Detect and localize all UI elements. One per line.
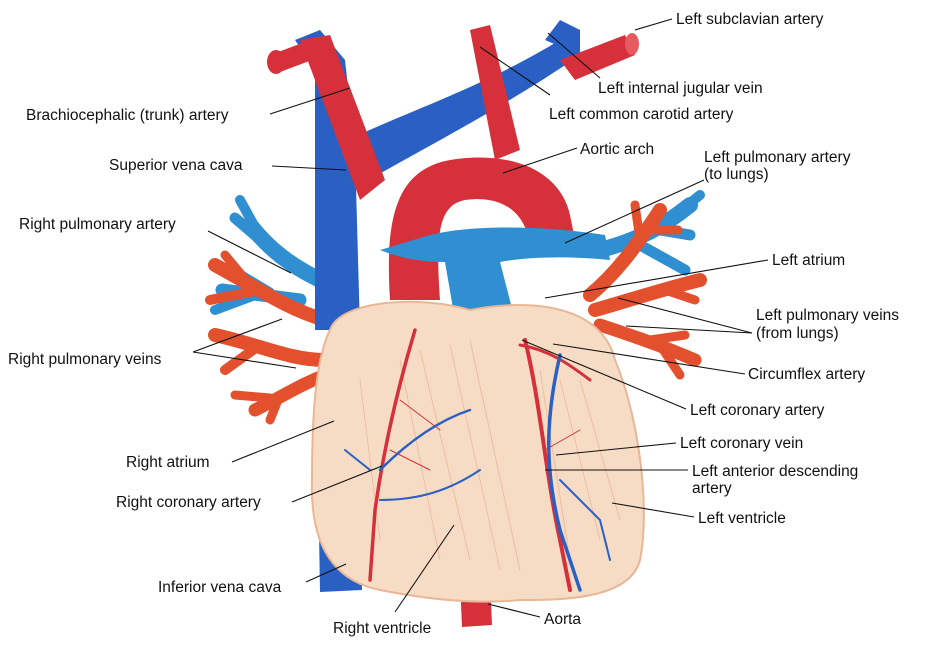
leader-right-pulmonary-veins-a xyxy=(193,319,282,352)
leader-left-coronary-vein xyxy=(556,443,676,455)
leader-right-atrium xyxy=(232,421,334,462)
label-left-coronary-vein: Left coronary vein xyxy=(680,435,803,452)
leader-superior-vena-cava xyxy=(272,166,346,170)
label-left-pulmonary-veins-line1: Left pulmonary veins xyxy=(756,307,899,324)
label-right-coronary-artery: Right coronary artery xyxy=(116,494,261,511)
label-left-pulmonary-artery-line1: Left pulmonary artery xyxy=(704,149,850,166)
label-left-pulmonary-veins-line2: (from lungs) xyxy=(756,325,839,342)
leader-aorta xyxy=(488,604,540,617)
label-left-ventricle: Left ventricle xyxy=(698,510,786,527)
leader-right-pulmonary-veins-b xyxy=(193,352,296,368)
label-left-subclavian-artery: Left subclavian artery xyxy=(676,11,823,28)
leader-left-ventricle xyxy=(612,503,694,517)
label-lad-line1: Left anterior descending xyxy=(692,463,858,480)
label-right-atrium: Right atrium xyxy=(126,454,210,471)
label-right-pulmonary-artery: Right pulmonary artery xyxy=(19,216,176,233)
label-inferior-vena-cava: Inferior vena cava xyxy=(158,579,281,596)
label-left-pulmonary-artery-line2: (to lungs) xyxy=(704,166,769,183)
label-left-internal-jugular-vein: Left internal jugular vein xyxy=(598,80,763,97)
label-circumflex-artery: Circumflex artery xyxy=(748,366,865,383)
leader-right-pulmonary-artery xyxy=(208,231,291,273)
label-right-pulmonary-veins: Right pulmonary veins xyxy=(8,351,161,368)
label-right-ventricle: Right ventricle xyxy=(333,620,431,637)
label-left-common-carotid-artery: Left common carotid artery xyxy=(549,106,733,123)
leader-brachiocephalic xyxy=(270,88,350,114)
leader-left-pulmonary-veins-b xyxy=(626,326,752,333)
leader-left-coronary-artery xyxy=(522,340,686,409)
leader-aortic-arch xyxy=(503,148,577,173)
label-left-coronary-artery: Left coronary artery xyxy=(690,402,824,419)
leader-right-ventricle xyxy=(395,525,454,612)
label-aortic-arch: Aortic arch xyxy=(580,141,654,158)
label-aorta: Aorta xyxy=(544,611,581,628)
label-brachiocephalic-artery: Brachiocephalic (trunk) artery xyxy=(26,107,228,124)
leader-left-subclavian xyxy=(635,19,672,30)
leader-left-internal-jugular xyxy=(548,33,600,78)
leader-left-pulmonary-artery xyxy=(565,180,704,243)
leader-left-common-carotid xyxy=(480,47,550,95)
leader-right-coronary-artery xyxy=(292,466,382,502)
leader-left-atrium xyxy=(545,260,768,298)
label-lad-line2: artery xyxy=(692,480,732,497)
leader-left-pulmonary-veins-a xyxy=(618,298,752,333)
leader-circumflex xyxy=(553,344,745,374)
label-superior-vena-cava: Superior vena cava xyxy=(109,157,243,174)
label-left-atrium: Left atrium xyxy=(772,252,845,269)
leader-inferior-vena-cava xyxy=(306,564,346,582)
